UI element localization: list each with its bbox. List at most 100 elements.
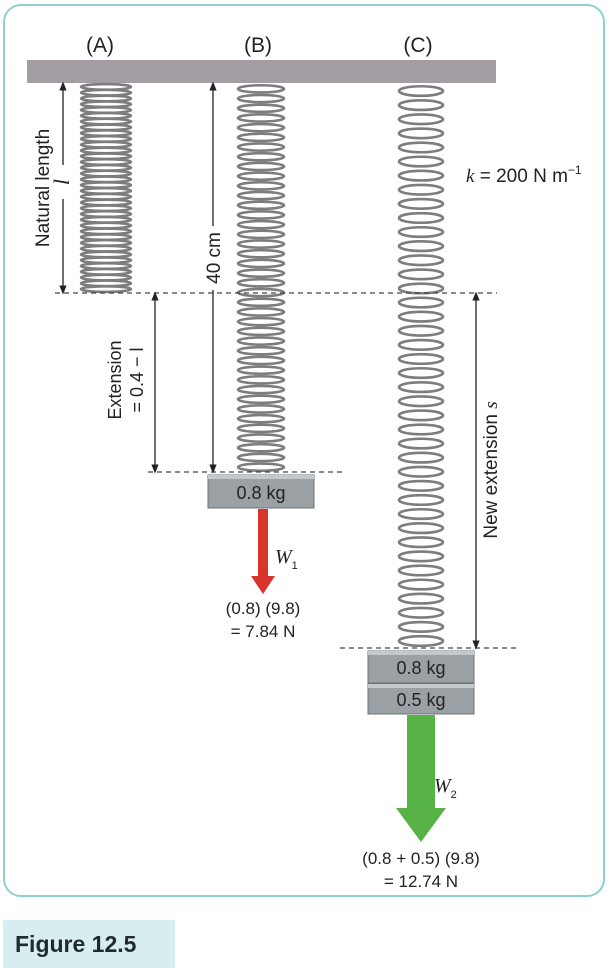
- spring-coil: [236, 365, 286, 376]
- spring-coil: [397, 592, 445, 605]
- spring-coil: [397, 423, 445, 436]
- spring-coil: [397, 254, 445, 267]
- w1-arrow-head: [251, 576, 275, 594]
- spring-coil: [397, 225, 445, 239]
- mass-c1-label: 0.8 kg: [396, 658, 445, 678]
- spring-coil: [397, 296, 445, 309]
- spring-coil: [397, 606, 445, 619]
- spring-coil: [397, 437, 445, 450]
- spring-coil: [236, 190, 286, 201]
- spring-coil: [236, 413, 286, 424]
- spring-coil: [397, 366, 445, 380]
- mass-b-label: 0.8 kg: [236, 483, 285, 503]
- spring-b: [236, 83, 286, 473]
- spring-coil: [397, 550, 445, 563]
- spring-coil: [397, 564, 445, 577]
- spring-coil: [397, 409, 445, 422]
- spring-coil: [397, 113, 445, 126]
- spring-coil: [236, 384, 286, 395]
- spring-coil: [236, 394, 286, 405]
- spring-coil: [397, 507, 445, 521]
- w2-arrow-shaft: [407, 715, 435, 809]
- spring-coil: [236, 200, 286, 211]
- w1-calc: (0.8) (9.8): [226, 599, 301, 618]
- spring-coil: [236, 171, 286, 182]
- spring-coil: [397, 634, 445, 648]
- l-symbol: l: [49, 179, 74, 185]
- spring-a: [79, 82, 133, 294]
- w1-label: W1: [275, 546, 298, 572]
- spring-coil: [236, 180, 286, 191]
- spring-coil: [397, 183, 445, 196]
- spring-coil: [79, 285, 133, 294]
- mass-block-b-highlight: [208, 475, 314, 479]
- mass-block-c1: [367, 650, 475, 684]
- mass-block-c1-highlight: [368, 651, 474, 655]
- spring-coil: [236, 433, 286, 443]
- spring-coil: [397, 578, 445, 591]
- spring-coil: [236, 336, 286, 346]
- spring-coil: [397, 141, 445, 154]
- spring-coil: [236, 239, 286, 249]
- spring-coil: [236, 452, 286, 463]
- spring-coil: [397, 479, 445, 492]
- spring-coil: [397, 310, 445, 323]
- mass-block-c2: [367, 683, 475, 715]
- spring-coil: [236, 161, 286, 172]
- spring-coil: [397, 451, 445, 464]
- spring-coil: [236, 103, 286, 114]
- spring-coil: [397, 84, 445, 98]
- spring-coil: [236, 268, 286, 279]
- spring-coil: [397, 352, 445, 366]
- spring-coil: [236, 258, 286, 269]
- spring-coil: [236, 83, 286, 94]
- spring-coil: [397, 338, 445, 351]
- spring-coil: [236, 423, 286, 434]
- figure-caption: Figure 12.5: [3, 920, 175, 968]
- label-b: (B): [244, 34, 272, 57]
- spring-coil: [236, 142, 286, 152]
- length-40-label: 40 cm: [204, 232, 225, 284]
- spring-coil: [397, 127, 445, 140]
- spring-coil: [236, 307, 286, 317]
- spring-coil: [397, 536, 445, 549]
- spring-coil: [236, 113, 286, 123]
- spring-coil: [397, 155, 445, 168]
- spring-coil: [397, 324, 445, 337]
- spring-coil: [236, 345, 286, 356]
- w2-calc: (0.8 + 0.5) (9.8): [362, 849, 480, 868]
- spring-coil: [236, 132, 286, 143]
- spring-coil: [236, 122, 286, 133]
- spring-coil: [397, 197, 445, 210]
- spring-coil: [397, 211, 445, 225]
- spring-coil: [397, 268, 445, 281]
- extension-label-line2: = 0.4 − l: [127, 347, 147, 412]
- spring-coil: [397, 99, 445, 112]
- spring-coil: [397, 493, 445, 507]
- spring-coil: [236, 355, 286, 366]
- label-c: (C): [403, 34, 432, 57]
- spring-coil: [236, 277, 286, 288]
- spring-coil: [236, 404, 286, 414]
- spring-coil: [397, 465, 445, 478]
- spring-coil: [236, 462, 286, 473]
- spring-coil: [236, 210, 286, 220]
- spring-coil: [236, 248, 286, 259]
- mass-block-c2-highlight: [368, 684, 474, 688]
- spring-coil: [236, 316, 286, 327]
- new-extension-label: New extension s: [481, 401, 502, 538]
- spring-c: [397, 84, 445, 648]
- spring-coil: [397, 240, 445, 253]
- extension-label-line1: Extension: [105, 340, 125, 419]
- spring-coil: [397, 282, 445, 295]
- spring-coil: [236, 297, 286, 308]
- spring-coil: [236, 151, 286, 162]
- spring-coil: [236, 326, 286, 337]
- length-40-backing: [204, 226, 222, 290]
- w1-result: = 7.84 N: [231, 622, 296, 641]
- spring-coil: [397, 395, 445, 408]
- spring-coil: [397, 620, 445, 633]
- spring-coil: [236, 229, 286, 240]
- mass-c2-label: 0.5 kg: [396, 690, 445, 710]
